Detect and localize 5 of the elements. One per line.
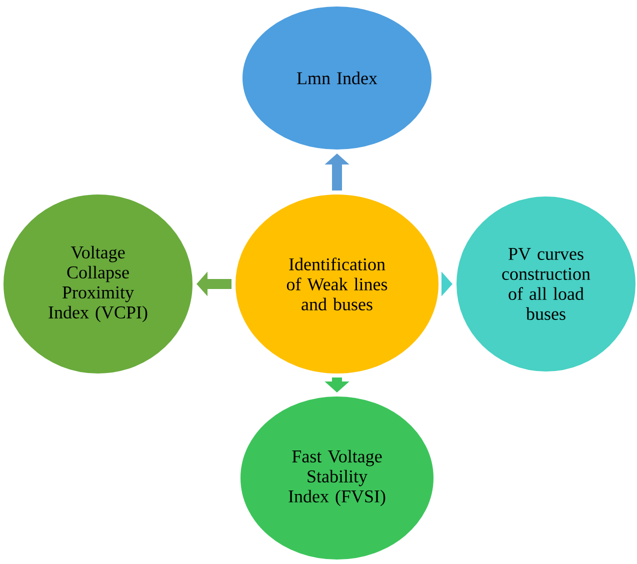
- ellipse-node: Identification of Weak lines and buses: [234, 193, 440, 374]
- ellipse-node: Fast Voltage Stability Index (FVSI): [240, 395, 434, 560]
- ellipse-node: Lmn Index: [242, 6, 432, 150]
- ellipse-node: PV curves construction of all load buses: [456, 196, 636, 372]
- ellipse-node: Voltage Collapse Proximity Index (VCPI): [2, 193, 194, 374]
